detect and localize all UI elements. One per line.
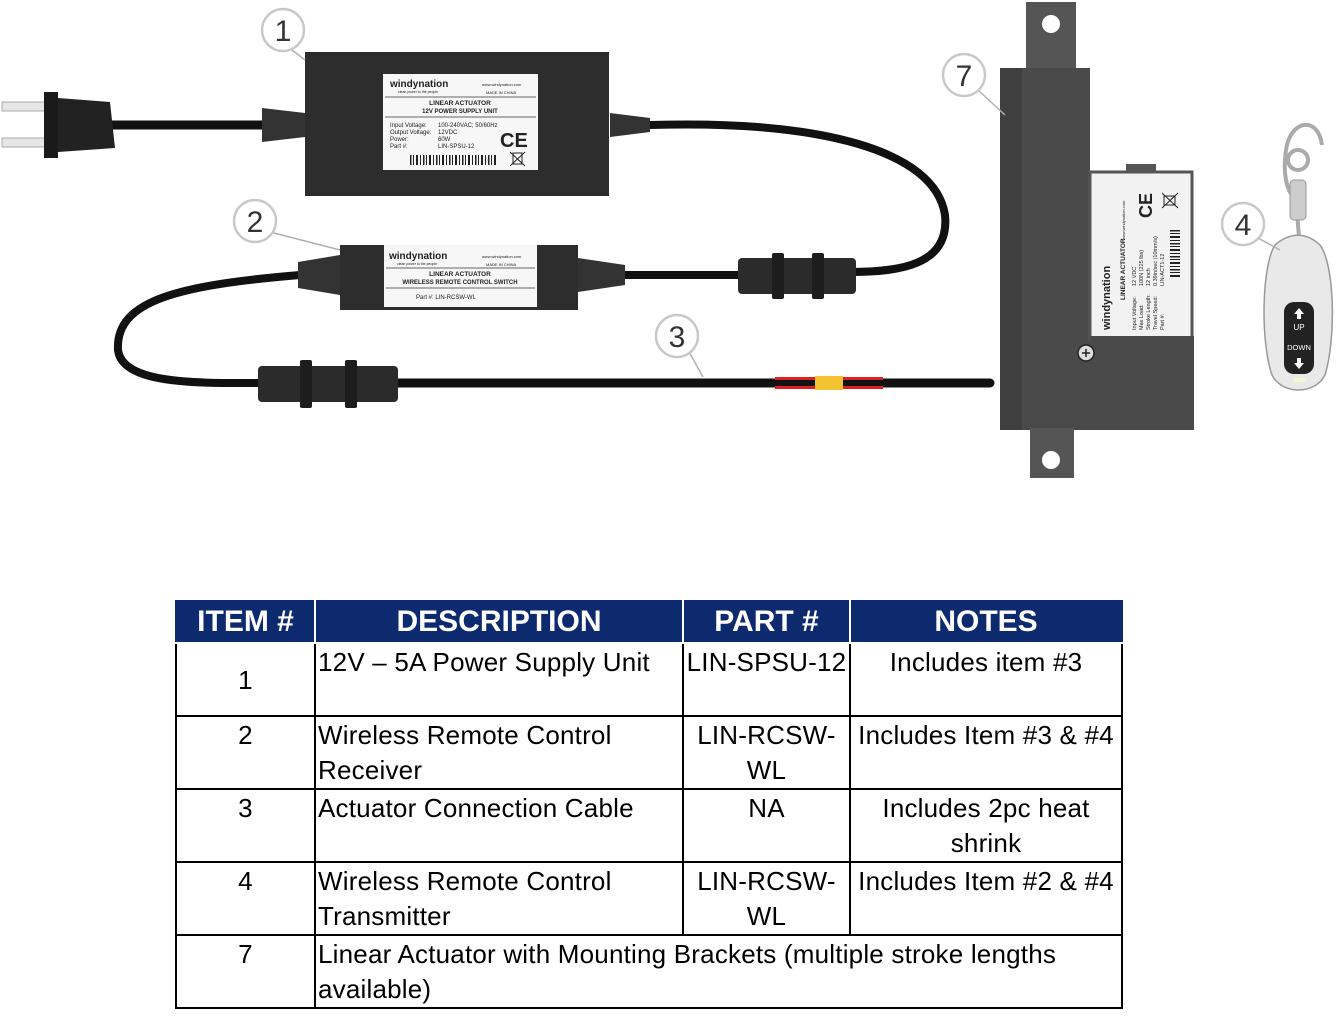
wireless-receiver: windynation clean power to the people ww… [298,245,625,310]
cell-item: 7 [175,934,316,1009]
callout-2: 2 [232,198,278,244]
receiver-part: Part #: LIN-RCSW-WL [416,295,477,301]
actuator-spec-val-2: 12 inch [1146,268,1152,286]
callout-leaders [269,49,1281,378]
cell-part: LIN-RCSW-WL [682,715,851,790]
callout-3: 3 [654,313,700,359]
cell-description: Actuator Connection Cable [314,788,684,863]
callout-7: 7 [941,52,987,98]
cell-notes: Includes Item #3 & #4 [849,715,1123,790]
callout-4: 4 [1220,201,1266,247]
cell-description: Linear Actuator with Mounting Brackets (… [314,934,1123,1009]
table-row: 4 Wireless Remote Control Transmitter LI… [175,861,1123,936]
table-header-row: ITEM # DESCRIPTION PART # NOTES [175,600,1123,644]
barcode-icon [1170,230,1180,277]
callout-2-label: 2 [247,206,264,239]
header-part: PART # [682,600,851,644]
header-item: ITEM # [175,600,316,644]
remote-transmitter: UP DOWN [1263,123,1334,391]
remote-up-label: UP [1293,323,1304,332]
actuator-spec-key-2: Stroke Length: [1146,294,1152,330]
actuator-ce-mark: CE [1136,193,1156,218]
cell-item: 1 [175,642,316,717]
cell-part: LIN-RCSW-WL [682,861,851,936]
psu-origin: MADE IN CHINA [486,90,517,95]
actuator-spec-val-1: 100N (225 lbs) [1139,250,1145,286]
psu-title1: LINEAR ACTUATOR [429,100,491,107]
receiver-website: www.windynation.com [482,254,522,259]
actuator-spec-key-4: Part #: [1160,313,1166,330]
actuator-brand: windynation [1101,266,1113,331]
header-notes: NOTES [849,600,1123,644]
arrow-up-icon [1294,308,1304,319]
actuator-website: www.windynation.com [1121,200,1126,240]
weee-bin-icon [509,151,526,167]
receiver-origin: MADE IN CHINA [486,262,517,267]
table-row: 3 Actuator Connection Cable NA Includes … [175,788,1123,863]
heat-shrink [775,376,883,390]
cell-item: 4 [175,861,316,936]
psu-spec-val-3: LIN-SPSU-12 [438,144,475,150]
psu-brand: windynation [389,79,448,90]
receiver-title1: LINEAR ACTUATOR [429,271,491,278]
cell-part: LIN-SPSU-12 [682,642,851,717]
psu-tagline: clean power to the people [398,90,438,94]
psu-spec-key-2: Power: [390,137,409,143]
header-description: DESCRIPTION [314,600,684,644]
wall-plug [1,92,115,158]
cell-part: NA [682,788,851,863]
table-row: 7 Linear Actuator with Mounting Brackets… [175,934,1123,1009]
actuator-spec-val-4: LIN-ACT1-12 [1160,254,1166,286]
receiver-title2: WIRELESS REMOTE CONTROL SWITCH [402,280,517,286]
psu-website: www.windynation.com [482,82,522,87]
cable-connector-left [258,360,398,408]
actuator-spec-key-1: Max Load: [1139,304,1145,330]
table-row: 1 12V – 5A Power Supply Unit LIN-SPSU-12… [175,642,1123,717]
callout-3-label: 3 [669,321,686,354]
cell-description: 12V – 5A Power Supply Unit [314,642,684,717]
cell-description: Wireless Remote Control Transmitter [314,861,684,936]
psu-spec-key-0: Input Voltage: [390,123,427,129]
receiver-left-cable [113,271,304,388]
cell-notes: Includes Item #2 & #4 [849,861,1123,936]
psu-title2: 12V POWER SUPPLY UNIT [422,109,498,115]
mount-hole-icon [1042,15,1060,33]
cables [105,120,995,388]
cell-notes: Includes item #3 [849,642,1123,717]
cell-item: 3 [175,788,316,863]
linear-actuator: windynation LINEAR ACTUATOR www.windynat… [1000,2,1194,478]
parts-table: ITEM # DESCRIPTION PART # NOTES 1 12V – … [175,600,1123,1009]
receiver-brand: windynation [388,251,447,262]
psu-cable-right [646,120,950,276]
wiring-diagram: windynation clean power to the people ww… [1,2,1334,478]
psu-spec-val-0: 100-240VAC; 50/60Hz [438,123,498,129]
psu-spec-val-2: 60W [438,137,451,143]
receiver-tagline: clean power to the people [397,262,437,266]
remote-down-label: DOWN [1287,343,1311,352]
actuator-spec-key-3: Travel Speed: [1153,295,1159,330]
callout-4-label: 4 [1235,209,1252,242]
cell-item: 2 [175,715,316,790]
cell-description: Wireless Remote Control Receiver [314,715,684,790]
psu-spec-key-1: Output Voltage: [390,130,432,136]
callout-1-label: 1 [275,15,292,48]
callout-7-label: 7 [956,60,973,93]
arrow-down-icon [1294,358,1304,369]
mount-hole-icon [1042,451,1060,469]
barcode-icon [410,155,496,165]
psu-ce-mark: CE [500,130,528,152]
weee-bin-icon [1161,192,1179,209]
power-supply-unit: windynation clean power to the people ww… [262,52,650,196]
cable-connector-right [738,253,856,299]
table-row: 2 Wireless Remote Control Receiver LIN-R… [175,715,1123,790]
actuator-spec-key-0: Input Voltage: [1132,296,1138,330]
psu-spec-key-3: Part #: [390,144,408,150]
actuator-title: LINEAR ACTUATOR [1120,238,1127,300]
actuator-spec-val-0: 12 VDC [1132,267,1138,286]
callout-1: 1 [260,7,306,53]
actuator-spec-val-3: 0.39in/sec (10mm/s) [1153,236,1159,286]
cell-notes: Includes 2pc heat shrink [849,788,1123,863]
psu-spec-val-1: 12VDC [438,130,458,136]
